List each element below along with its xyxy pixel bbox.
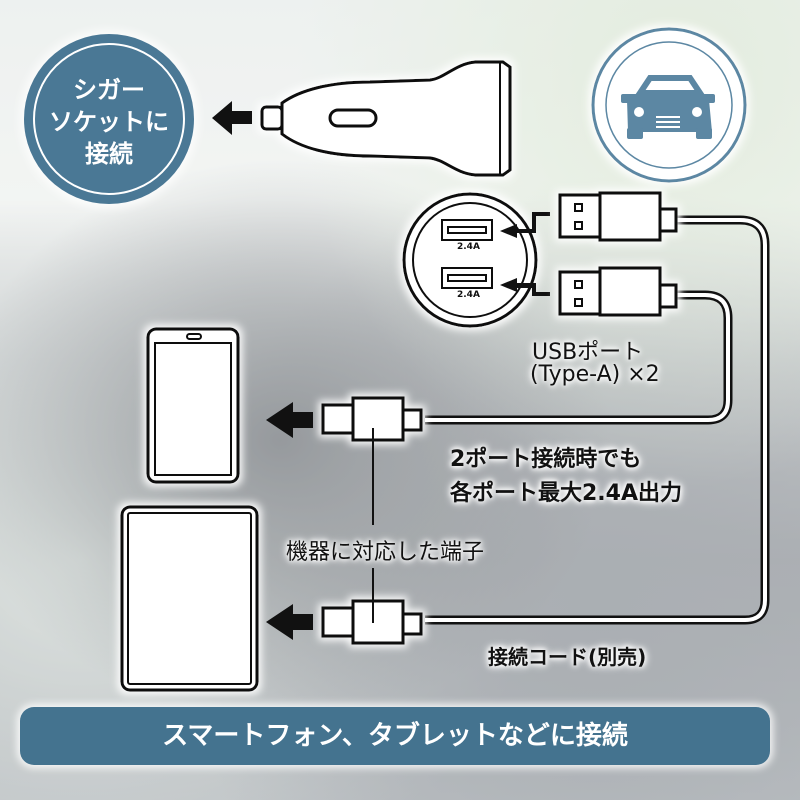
cigar-socket-badge: シガー ソケットに 接続 xyxy=(24,34,194,204)
arrow-port-2-icon xyxy=(500,278,550,296)
car-icon-badge xyxy=(591,27,747,183)
car-charger xyxy=(260,60,512,177)
badge-text: シガー ソケットに 接続 xyxy=(24,74,194,170)
charger-body xyxy=(280,60,512,177)
banner-text: スマートフォン、タブレットなどに接続 xyxy=(162,721,628,751)
usb-port-1 xyxy=(441,219,493,241)
badge-line-1: シガー xyxy=(73,76,145,104)
device-terminal-label: 機器に対応した端子 xyxy=(286,540,485,565)
smartphone-icon xyxy=(146,327,240,484)
charger-slot xyxy=(328,108,378,128)
arrow-port-1-icon xyxy=(500,212,550,238)
usb-a-plug-1 xyxy=(558,191,678,242)
usb-port-label: USBポート xyxy=(532,340,644,365)
usb-port-2 xyxy=(441,267,493,289)
arrow-to-tablet-icon xyxy=(266,604,313,640)
output-note-line-1: 2ポート接続時でも xyxy=(450,447,642,472)
arrow-left-icon xyxy=(212,101,252,135)
cables xyxy=(425,215,770,625)
badge-ring xyxy=(33,43,185,195)
bottom-banner: スマートフォン、タブレットなどに接続 xyxy=(20,707,770,765)
badge-line-2: ソケットに xyxy=(49,108,169,136)
arrow-to-phone-icon xyxy=(266,402,313,438)
usb-a-plug-2 xyxy=(558,266,678,317)
cable-sold-separately-label: 接続コード(別売) xyxy=(488,645,647,669)
usb-port-face xyxy=(402,192,538,328)
port-1-rating: 2.4A xyxy=(457,242,480,252)
device-connector-phone xyxy=(321,396,423,442)
tablet-icon xyxy=(120,505,259,692)
badge-line-3: 接続 xyxy=(85,140,133,168)
charger-tip xyxy=(260,105,284,131)
usb-type-label: (Type-A) ×2 xyxy=(530,362,660,387)
device-connector-tablet xyxy=(321,599,423,645)
output-note-line-2: 各ポート最大2.4A出力 xyxy=(450,481,682,506)
port-2-rating: 2.4A xyxy=(457,290,480,300)
